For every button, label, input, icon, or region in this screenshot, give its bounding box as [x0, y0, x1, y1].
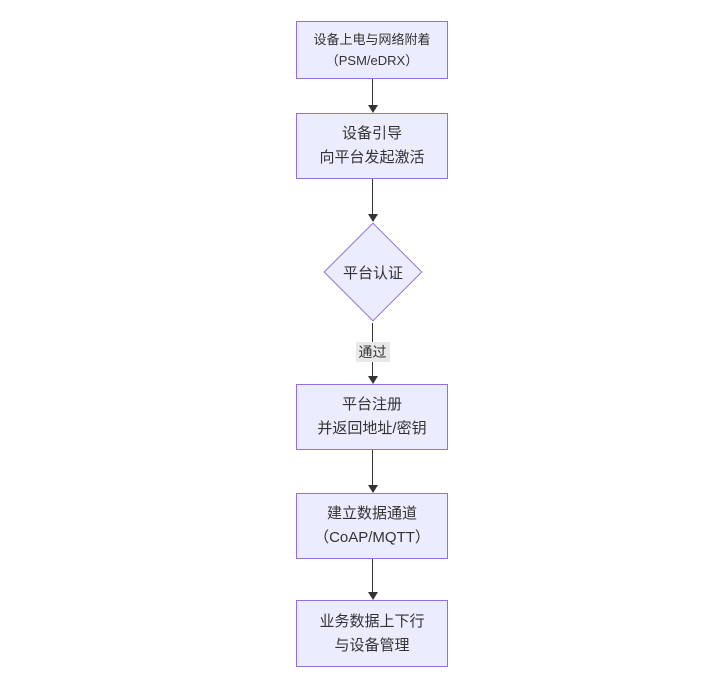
node-label: 业务数据上下行: [319, 612, 425, 630]
node-platform-auth-decision: 平台认证: [323, 222, 423, 322]
edge-d-e: [366, 450, 379, 493]
node-platform-register: 平台注册 并返回地址/密钥: [296, 384, 448, 450]
node-label: （PSM/eDRX）: [325, 53, 419, 68]
node-label: 并返回地址/密钥: [317, 420, 427, 437]
node-business-data-mgmt: 业务数据上下行 与设备管理: [296, 600, 448, 667]
node-label: 设备上电与网络附着: [313, 32, 431, 47]
edge-a-b: [366, 79, 379, 113]
edge-c-d: 通过: [355, 323, 390, 384]
edge-line: [372, 559, 373, 595]
edge-label-pass: 通过: [355, 342, 390, 362]
node-label: 与设备管理: [334, 636, 410, 654]
node-label: 向平台发起激活: [319, 149, 425, 166]
edge-line: [372, 79, 373, 108]
node-device-bootstrap: 设备引导 向平台发起激活: [296, 113, 448, 179]
node-label: 平台认证: [342, 264, 403, 282]
arrowhead-icon: [367, 105, 378, 113]
node-power-network-attach: 设备上电与网络附着 （PSM/eDRX）: [296, 21, 448, 79]
edge-e-f: [366, 559, 379, 600]
node-data-channel: 建立数据通道 （CoAP/MQTT）: [296, 493, 448, 559]
edge-line: [372, 179, 373, 217]
arrowhead-icon: [367, 485, 378, 493]
arrowhead-icon: [367, 376, 378, 384]
node-label: 建立数据通道: [326, 505, 417, 522]
node-label: （CoAP/MQTT）: [314, 529, 430, 546]
node-label: 平台注册: [341, 396, 402, 413]
node-label: 设备引导: [341, 125, 402, 142]
edge-b-c: [366, 179, 379, 222]
arrowhead-icon: [367, 592, 378, 600]
arrowhead-icon: [367, 214, 378, 222]
edge-line: [372, 450, 373, 488]
